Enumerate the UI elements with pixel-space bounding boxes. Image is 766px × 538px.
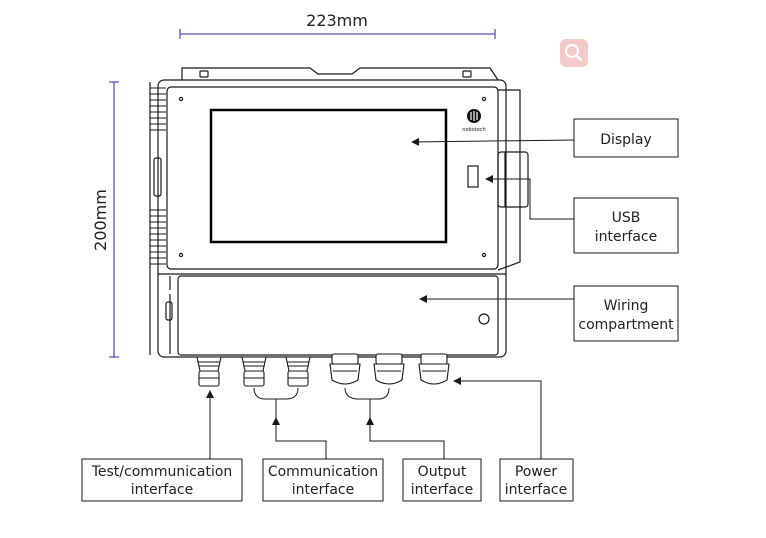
brand-logo: nebotech <box>462 109 486 133</box>
output-bracket <box>344 387 390 400</box>
callout-test-line1: Test/communication <box>91 464 233 480</box>
usb-port <box>467 165 479 188</box>
callout-power-line2: interface <box>505 482 567 498</box>
callout-usb: USB interface <box>573 197 679 254</box>
gland-comm-1 <box>241 356 267 387</box>
callout-communication-line2: interface <box>292 482 354 498</box>
height-dimension-label: 200mm <box>91 189 110 251</box>
height-dimension: 200mm <box>91 81 119 358</box>
comm-leader <box>272 417 327 459</box>
width-dimension: 223mm <box>179 11 496 39</box>
callout-communication-line1: Communication <box>268 464 378 480</box>
callout-test: Test/communication interface <box>81 458 243 502</box>
callout-power: Power interface <box>499 458 574 502</box>
brand-name: nebotech <box>462 127 485 133</box>
callout-output: Output interface <box>402 458 482 502</box>
display-screen <box>209 108 448 244</box>
callout-test-line2: interface <box>131 482 193 498</box>
callout-communication: Communication interface <box>262 458 384 502</box>
callout-display: Display <box>573 118 679 158</box>
callout-output-line1: Output <box>418 464 467 480</box>
callout-usb-line1: USB <box>612 210 641 226</box>
callout-wiring-line1: Wiring <box>604 298 649 314</box>
power-leader <box>453 377 542 459</box>
gland-output-2 <box>373 353 405 385</box>
gland-output-1 <box>329 353 361 385</box>
gland-power <box>418 353 450 385</box>
callout-wiring: Wiring compartment <box>573 285 679 342</box>
cable-glands <box>196 353 450 387</box>
leader-lines <box>206 137 575 459</box>
callout-power-line1: Power <box>515 464 558 480</box>
width-dimension-label: 223mm <box>306 11 368 30</box>
gland-test <box>196 356 222 387</box>
gland-comm-2 <box>285 356 311 387</box>
callout-output-line2: interface <box>411 482 473 498</box>
display-leader <box>411 137 575 146</box>
output-leader <box>366 417 445 459</box>
usb-leader <box>485 175 574 220</box>
callout-usb-line2: interface <box>595 229 657 245</box>
comm-bracket <box>253 387 299 400</box>
callout-display-line1: Display <box>600 132 652 148</box>
callout-wiring-line2: compartment <box>578 317 674 333</box>
search-icon[interactable] <box>560 39 588 67</box>
